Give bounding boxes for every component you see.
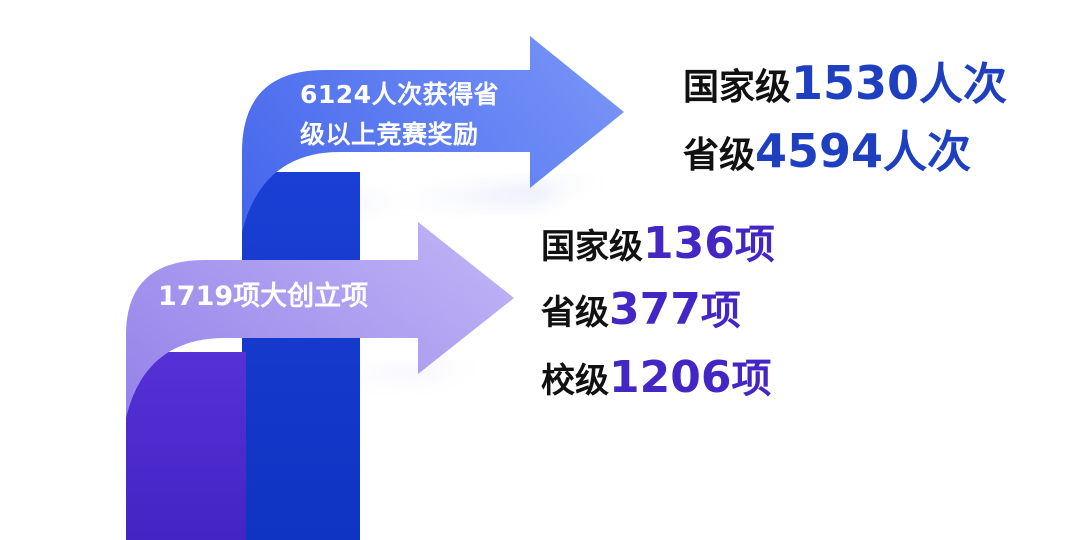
stat-unit: 项 xyxy=(734,222,775,268)
stat-unit: 项 xyxy=(731,356,772,402)
awards-arrow-stem xyxy=(242,172,360,540)
stat-number: 1530 xyxy=(791,56,920,110)
stat-level: 国家级 xyxy=(541,227,643,267)
awards-arrow-label: 6124人次获得省 级以上竞赛奖励 xyxy=(300,75,499,155)
projects-arrow-head xyxy=(126,222,514,540)
stat-unit: 人次 xyxy=(919,59,1008,110)
stat-provincial-awards: 省级4594人次 xyxy=(683,128,971,175)
projects-arrow-label: 1719项大创立项 xyxy=(158,281,369,312)
stat-national-awards: 国家级1530人次 xyxy=(683,60,1007,107)
stat-number: 4594 xyxy=(755,124,884,178)
stat-number: 1206 xyxy=(609,352,732,403)
stat-provincial-projects: 省级377项 xyxy=(541,288,741,332)
awards-label-line2: 级以上竞赛奖励 xyxy=(300,120,479,149)
stat-school-projects: 校级1206项 xyxy=(541,356,771,400)
stat-level: 省级 xyxy=(541,293,609,333)
stat-number: 136 xyxy=(643,218,735,269)
stat-unit: 项 xyxy=(700,288,741,334)
stat-level: 校级 xyxy=(541,361,609,401)
awards-label-line1: 6124人次获得省 xyxy=(300,80,500,109)
stat-level: 省级 xyxy=(683,135,756,176)
stat-unit: 人次 xyxy=(883,127,972,178)
stat-level: 国家级 xyxy=(683,67,792,108)
awards-arrow-head xyxy=(242,36,624,540)
stat-number: 377 xyxy=(609,284,701,335)
stat-national-projects: 国家级136项 xyxy=(541,222,775,266)
projects-arrow-stem xyxy=(126,352,246,540)
